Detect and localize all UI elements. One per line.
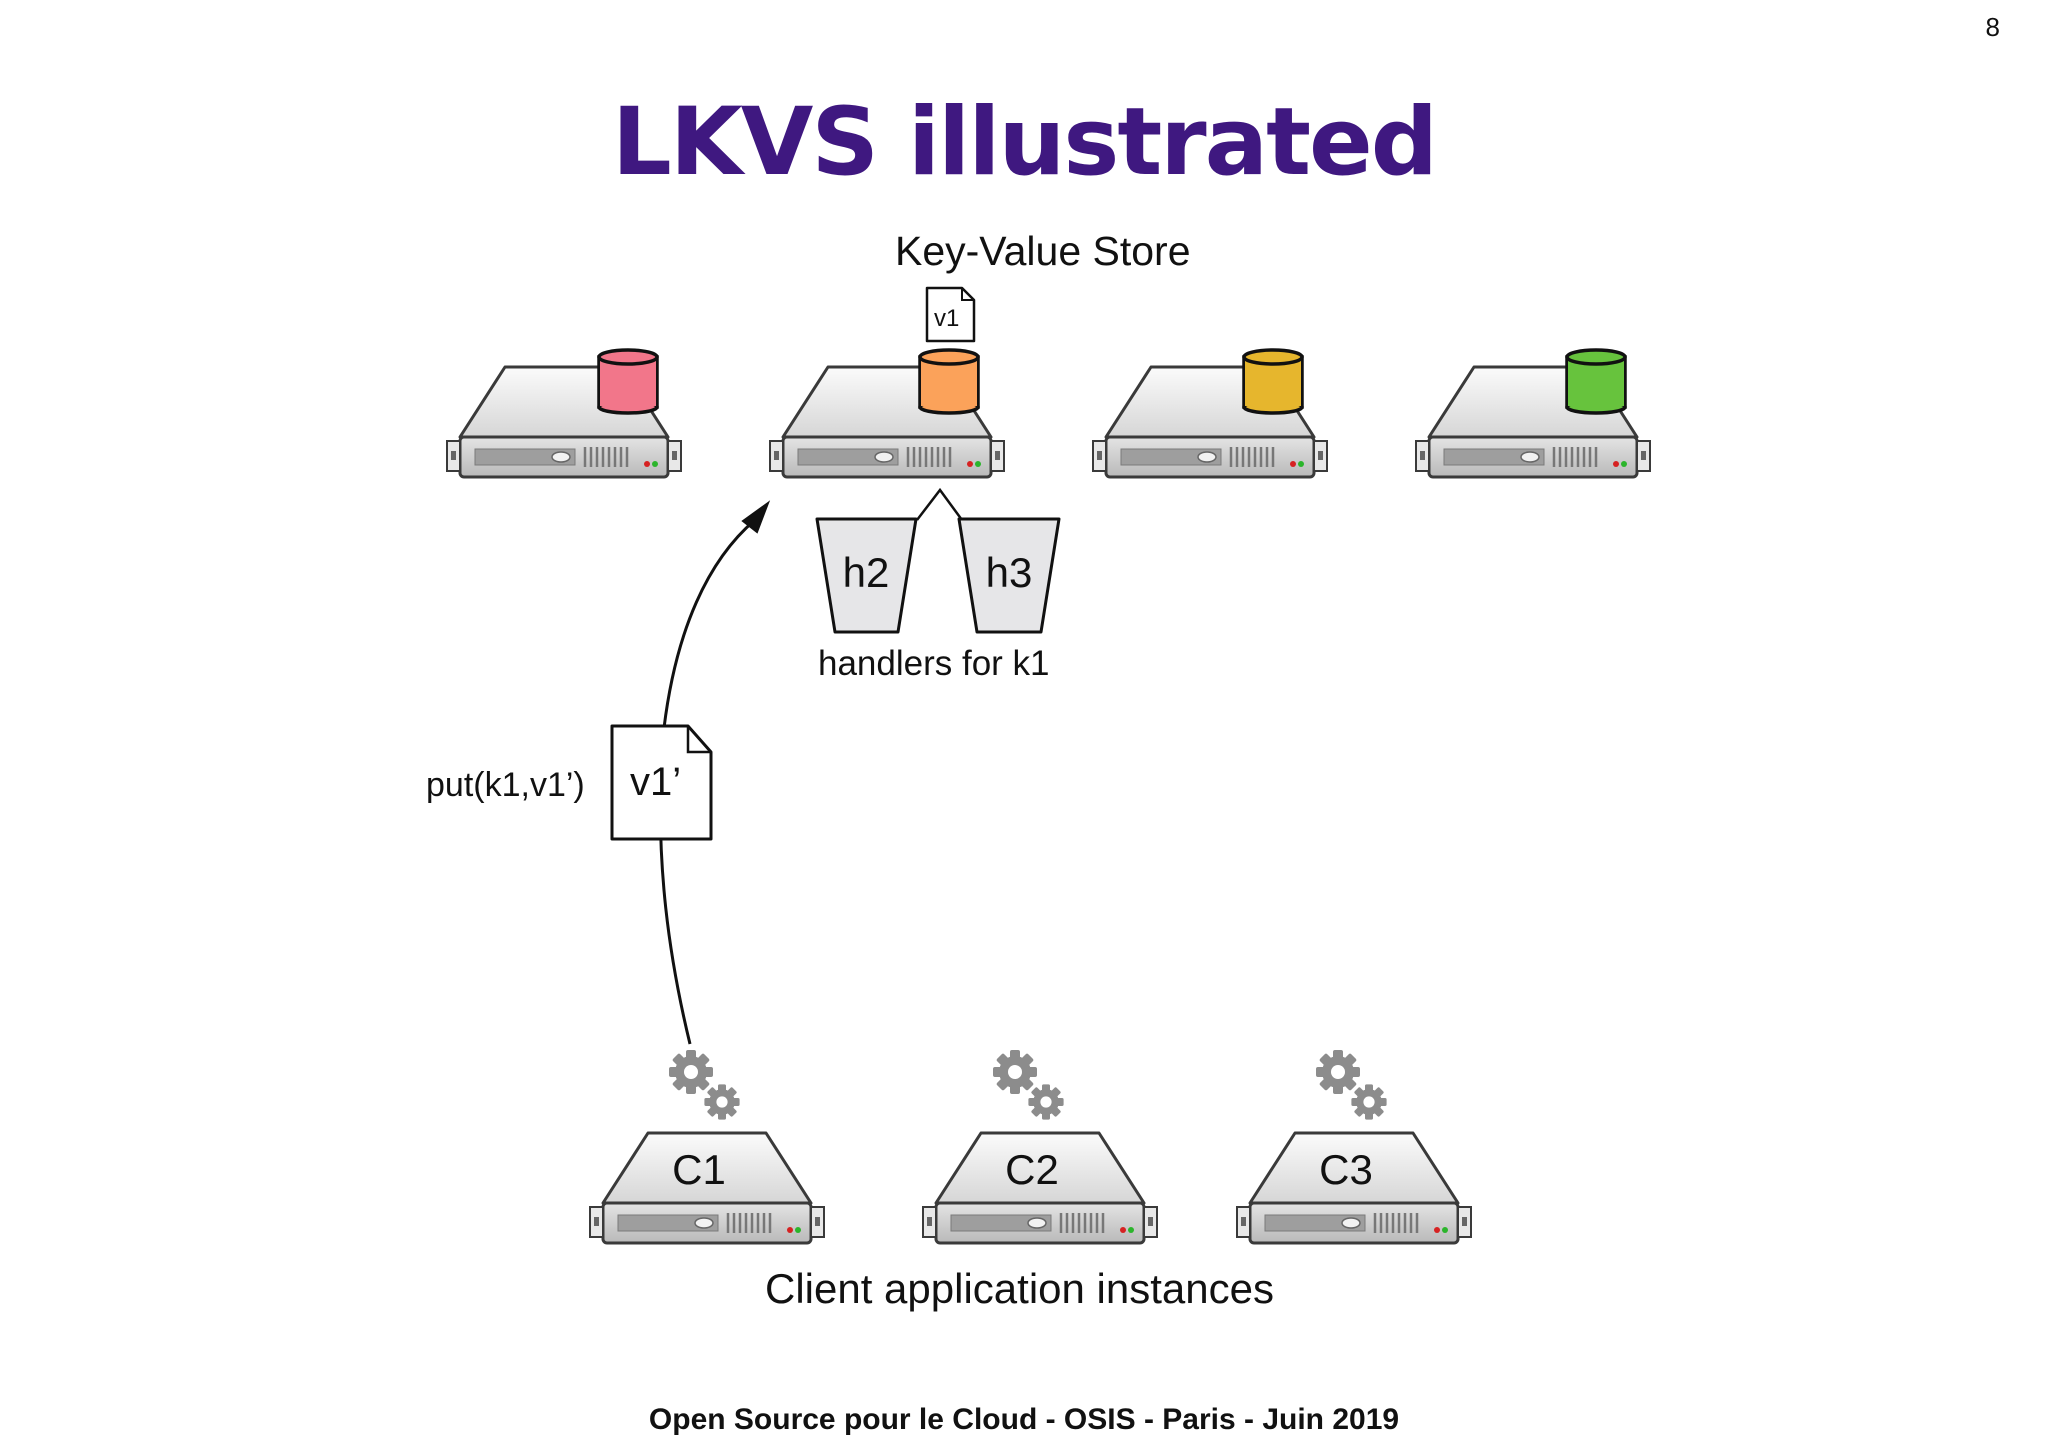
slide-title: LKVS illustrated	[611, 88, 1438, 197]
new-value-doc: v1’	[610, 724, 713, 841]
database-icon	[918, 348, 980, 415]
clients-caption: Client application instances	[765, 1265, 1274, 1312]
kvs-server-4	[1414, 348, 1652, 479]
handlers-label: handlers for k1	[818, 644, 1050, 683]
handler-h2: h2	[815, 517, 918, 634]
client-label: C2	[1005, 1146, 1059, 1193]
footer: Open Source pour le Cloud - OSIS - Paris…	[648, 1403, 1400, 1436]
kvs-server-3	[1091, 348, 1329, 479]
client-server-c3: C3	[1235, 1131, 1473, 1245]
stored-value-doc: v1	[925, 286, 976, 343]
client-server-c1: C1	[588, 1131, 826, 1245]
database-icon	[1565, 348, 1627, 415]
page-number: 8	[1985, 12, 2000, 42]
arrow-head-icon	[741, 500, 771, 534]
gears-icon	[669, 1050, 740, 1120]
gears-icon	[993, 1050, 1064, 1120]
gears-icon	[1316, 1050, 1387, 1120]
client-label: C3	[1319, 1146, 1373, 1193]
database-icon	[1242, 348, 1304, 415]
kvs-server-1	[445, 348, 683, 479]
client-label: C1	[672, 1146, 726, 1193]
kvs-label: Key-Value Store	[895, 228, 1191, 274]
handler-h3: h3	[957, 517, 1061, 634]
handler-h2-label: h2	[843, 549, 890, 596]
stored-value-text: v1	[934, 305, 959, 332]
put-call-label: put(k1,v1’)	[426, 766, 585, 804]
put-arrow-upper	[662, 518, 756, 729]
kvs-server-2: v1	[768, 286, 1006, 479]
client-server-c2: C2	[921, 1131, 1159, 1245]
handler-h3-label: h3	[986, 549, 1033, 596]
handler-connector	[916, 487, 964, 521]
new-value-text: v1’	[630, 760, 681, 804]
database-icon	[597, 348, 659, 415]
